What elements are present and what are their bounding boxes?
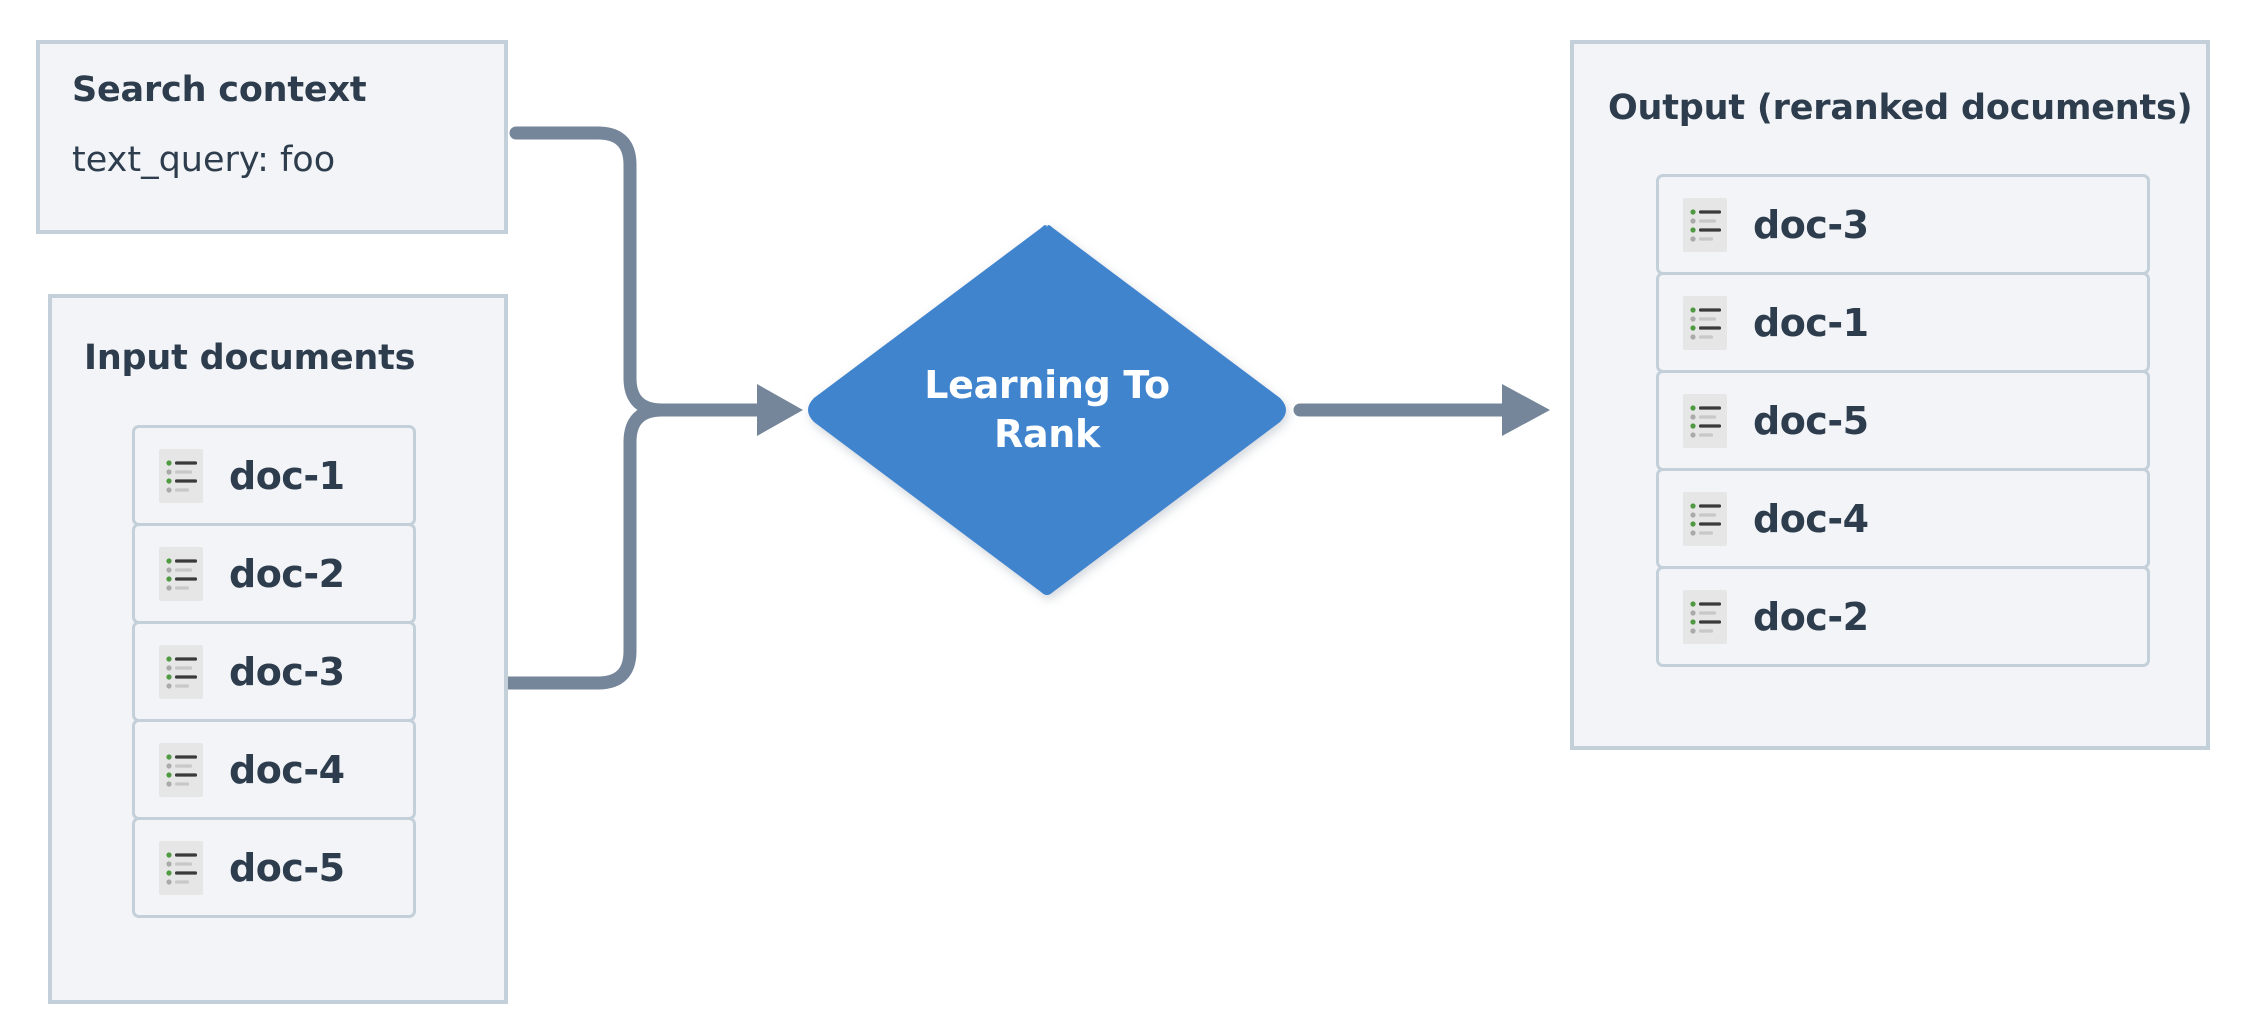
output-documents-list: doc-3 doc-1 doc-5 doc-4 doc-2 xyxy=(1656,174,2150,667)
doc-row-label: doc-1 xyxy=(1753,300,1869,345)
document-list-icon xyxy=(1683,491,1727,546)
output-document-row[interactable]: doc-4 xyxy=(1656,468,2150,569)
search-context-title: Search context xyxy=(72,70,367,110)
doc-row-label: doc-1 xyxy=(229,453,345,498)
input-document-row[interactable]: doc-2 xyxy=(132,523,416,624)
doc-row-label: doc-5 xyxy=(1753,398,1869,443)
doc-row-label: doc-3 xyxy=(229,649,345,694)
doc-row-label: doc-4 xyxy=(1753,496,1869,541)
model-node-label: Learning To Rank xyxy=(924,363,1170,456)
input-document-row[interactable]: doc-3 xyxy=(132,621,416,722)
document-list-icon xyxy=(159,644,203,699)
document-list-icon xyxy=(159,546,203,601)
connector-search-context-to-model xyxy=(509,126,707,417)
output-document-row[interactable]: doc-5 xyxy=(1656,370,2150,471)
input-document-row[interactable]: doc-5 xyxy=(132,817,416,918)
arrowhead-into-model xyxy=(757,384,803,436)
arrowhead-into-output xyxy=(1502,384,1550,436)
document-list-icon xyxy=(159,742,203,797)
document-list-icon xyxy=(1683,295,1727,350)
document-list-icon xyxy=(1683,393,1727,448)
document-list-icon xyxy=(159,448,203,503)
document-list-icon xyxy=(159,840,203,895)
output-document-row[interactable]: doc-3 xyxy=(1656,174,2150,275)
input-documents-list: doc-1 doc-2 doc-3 doc-4 doc-5 xyxy=(132,425,416,918)
search-context-panel: Search context text_query: foo xyxy=(36,40,508,234)
search-context-query-line: text_query: foo xyxy=(72,140,336,180)
output-document-row[interactable]: doc-1 xyxy=(1656,272,2150,373)
document-list-icon xyxy=(1683,589,1727,644)
input-document-row[interactable]: doc-1 xyxy=(132,425,416,526)
model-node[interactable]: Learning To Rank xyxy=(808,222,1286,598)
doc-row-label: doc-4 xyxy=(229,747,345,792)
document-list-icon xyxy=(1683,197,1727,252)
doc-row-label: doc-5 xyxy=(229,845,345,890)
input-document-row[interactable]: doc-4 xyxy=(132,719,416,820)
output-panel-title: Output (reranked documents) xyxy=(1608,88,2193,128)
output-document-row[interactable]: doc-2 xyxy=(1656,566,2150,667)
doc-row-label: doc-2 xyxy=(229,551,345,596)
doc-row-label: doc-2 xyxy=(1753,594,1869,639)
doc-row-label: doc-3 xyxy=(1753,202,1869,247)
input-documents-title: Input documents xyxy=(84,338,416,378)
connector-input-documents-to-model xyxy=(496,403,707,690)
